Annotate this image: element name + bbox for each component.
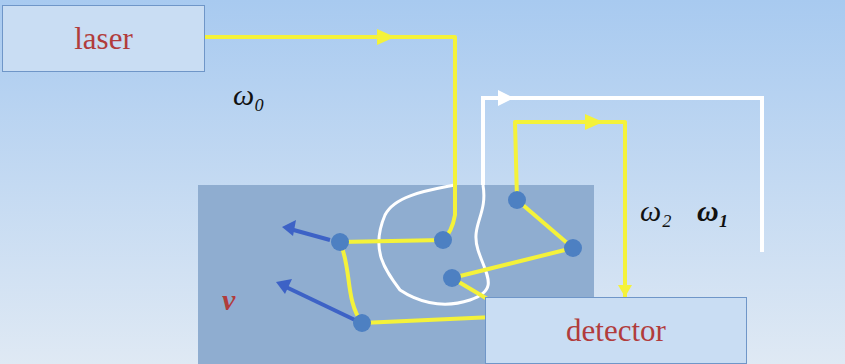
scattering-particle xyxy=(331,233,349,251)
light-path xyxy=(205,37,625,323)
frequency-label: ω₁ xyxy=(697,196,729,226)
light-path-connector xyxy=(205,29,632,323)
frequency-label: ω₂ xyxy=(640,196,672,226)
device-label: laser xyxy=(74,21,133,57)
scattering-particle xyxy=(353,314,371,332)
scattering-particle xyxy=(508,191,526,209)
arrowhead xyxy=(585,114,603,130)
device-label: detector xyxy=(566,313,666,349)
arrowhead xyxy=(618,285,632,297)
scattering-particle xyxy=(443,269,461,287)
device-box: detector xyxy=(485,297,747,364)
arrowhead xyxy=(377,29,395,45)
scattering-particle xyxy=(564,239,582,257)
device-box: laser xyxy=(2,5,205,72)
scattering-particle xyxy=(434,231,452,249)
velocity-arrow xyxy=(286,287,355,320)
arrowhead xyxy=(276,279,292,294)
arrowhead xyxy=(282,220,296,236)
velocity-arrow xyxy=(290,229,330,240)
scattered-light-path xyxy=(379,185,489,304)
velocity-label: v xyxy=(222,285,235,315)
arrowhead xyxy=(498,90,514,106)
frequency-label: ω₀ xyxy=(233,80,265,110)
